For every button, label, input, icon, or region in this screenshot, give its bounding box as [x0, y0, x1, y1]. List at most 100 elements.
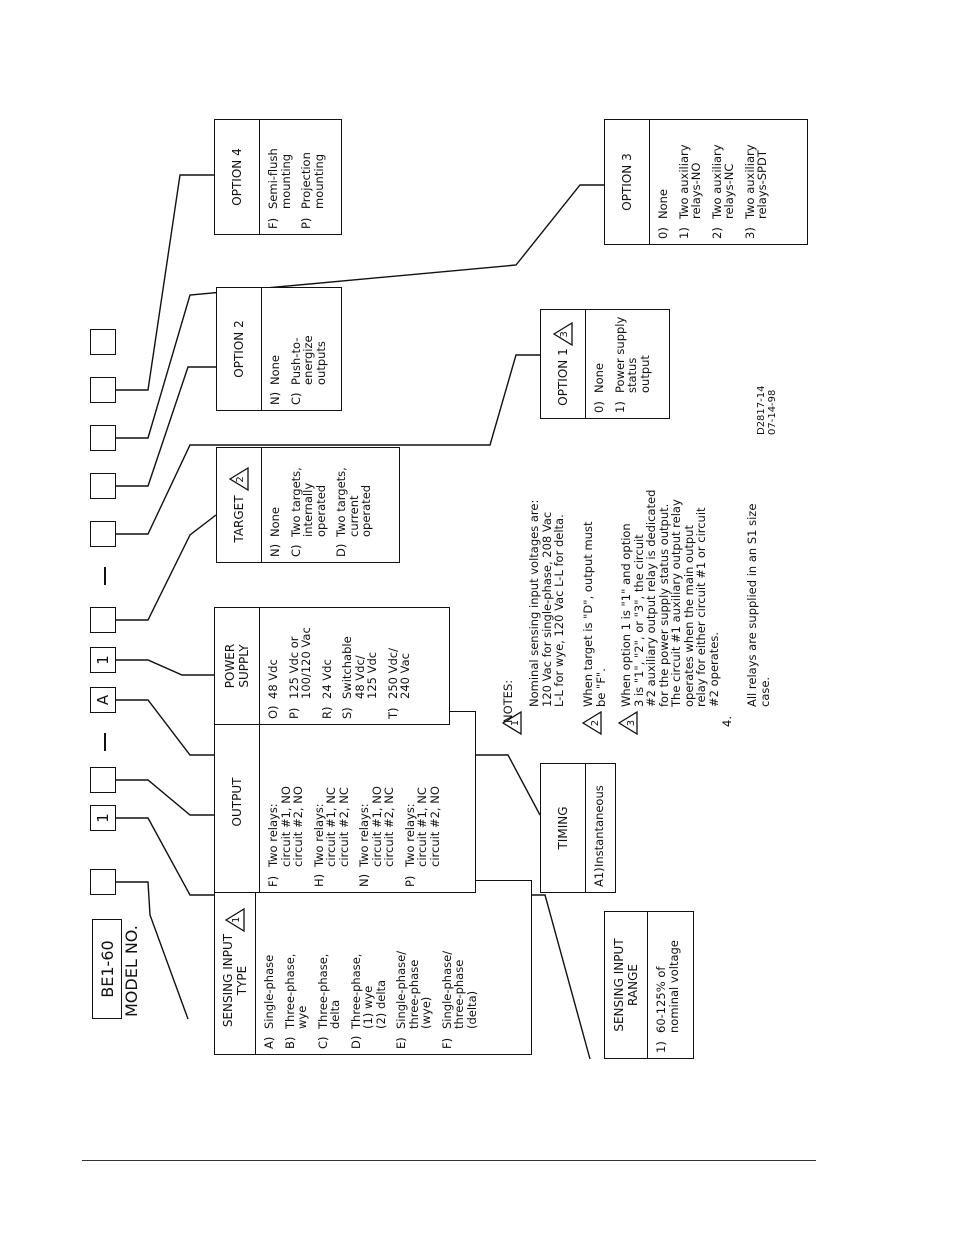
option-item: N)Two relays: circuit #1, NO circuit #2,…	[357, 716, 396, 887]
slot-sensing-range[interactable]: 1	[90, 805, 116, 831]
option-item: D)Three-phase, (1) wye (2) delta	[348, 885, 388, 1049]
option-text: 48 Vdc	[266, 659, 280, 699]
option-item: N)None	[268, 292, 282, 405]
triangle-icon	[225, 907, 245, 932]
leader-timing	[116, 699, 541, 816]
slot-power-supply[interactable]: 1	[90, 647, 116, 673]
box-sensing-input-range: SENSING INPUT RANGE 1) 60-125% of nominal…	[604, 911, 694, 1059]
option-item: 0)None	[656, 124, 670, 239]
leader-power-supply	[116, 659, 214, 676]
option-code: 3)	[742, 227, 757, 239]
box-items: F) Two relays: circuit #1, NO circuit #2,…	[266, 716, 449, 887]
option-item: A1)Instantaneous	[592, 768, 606, 887]
option-code: F)	[266, 875, 280, 887]
triangle-icon	[582, 711, 602, 735]
option-text: None	[656, 188, 670, 219]
drawing-id: D2817-14 07-14-98	[756, 385, 778, 435]
note-3-triangle: 3	[618, 711, 638, 735]
option-code: C)	[315, 1036, 330, 1049]
box-title: TARGET	[232, 495, 246, 543]
model-label: MODEL NO.	[122, 925, 141, 1017]
slot-option1[interactable]	[90, 521, 116, 547]
box-items: 0) None 1)Power supply status output	[592, 314, 659, 413]
box-title: OPTION 1	[556, 348, 570, 406]
option-code: O)	[266, 705, 280, 719]
footer-rule	[82, 1160, 816, 1161]
option-item: A)Single-phase	[262, 885, 276, 1049]
option-code: 0)	[592, 401, 606, 413]
triangle-icon	[618, 711, 638, 735]
leader-output	[116, 779, 214, 816]
option-code: S)	[340, 707, 354, 719]
box-items: O) 48 Vdc P)125 Vdc or 100/120 Vac R)24 Vdc…	[266, 612, 420, 719]
option-code: 1)	[654, 1041, 668, 1053]
option-text: Three-phase, wye	[282, 953, 310, 1029]
option-text: Two relays: circuit #1, NO circuit #2, N…	[266, 786, 305, 867]
note-ref-triangle: 1	[225, 907, 245, 932]
option-item: R)24 Vdc	[319, 612, 334, 719]
option-item: C)Three-phase, delta	[315, 885, 343, 1049]
box-header: OPTION 4	[215, 120, 260, 234]
option-item: P)125 Vdc or 100/120 Vac	[287, 612, 314, 719]
option-text: Two auxiliary relays-NO	[676, 144, 704, 219]
option-text: Two targets, internally operated	[288, 467, 328, 537]
triangle-icon	[553, 322, 573, 347]
box-header: POWER SUPPLY	[215, 608, 260, 724]
leader-option1	[116, 354, 540, 535]
option-text: Switchable 48 Vdc/ 125 Vdc	[340, 636, 379, 699]
box-title: SENSING INPUT TYPE	[221, 933, 249, 1028]
box-header: TARGET 2	[217, 448, 262, 562]
option-item: 1)Power supply status output	[612, 314, 652, 413]
option-item: H)Two relays: circuit #1, NC circuit #2,…	[312, 716, 351, 887]
triangle-icon	[229, 467, 249, 492]
note-2-triangle: 2	[582, 711, 602, 735]
option-item: F)Semi-flush mounting	[266, 124, 293, 229]
option-item: C)Push-to- energize outputs	[289, 292, 328, 405]
option-code: N)	[357, 873, 371, 887]
note-2-text: When target is "D", output must be "F".	[581, 521, 608, 707]
slot-target[interactable]	[90, 607, 116, 633]
option-text: Two auxiliary relays-NC	[709, 144, 737, 219]
box-header: SENSING INPUT RANGE	[605, 912, 648, 1058]
option-item: C)Two targets, internally operated	[288, 452, 328, 557]
box-output: OUTPUT F)Two relays: circuit #1, NO circ…	[214, 711, 476, 893]
slot-option3[interactable]	[90, 425, 116, 451]
option-item: 1)Two auxiliary relays-NO	[676, 124, 704, 239]
box-items: 1) 60-125% of nominal voltage	[654, 916, 688, 1053]
slot-option2[interactable]	[90, 473, 116, 499]
option-text: Instantaneous	[592, 785, 606, 867]
note-ref-triangle: 2	[229, 467, 249, 492]
option-code: P)	[299, 217, 313, 229]
option-item: 2)Two auxiliary relays-NC	[709, 124, 737, 239]
option-item: F) Two relays: circuit #1, NO circuit #2,…	[266, 716, 305, 887]
slot-output[interactable]	[90, 767, 116, 793]
slot-sensing-type[interactable]	[90, 869, 116, 895]
option-code: D)	[348, 1035, 363, 1049]
option-text: Single-phase/ three-phase (delta)	[439, 950, 479, 1029]
option-text: Single-phase	[262, 954, 276, 1029]
slot-timing[interactable]: A	[90, 687, 116, 713]
model-code-box: BE1-60	[92, 919, 122, 1019]
option-item: P)Two relays: circuit #1, NC circuit #2,…	[402, 716, 442, 887]
option-text: None	[592, 362, 606, 393]
option-text: Two auxiliary relays-SPDT	[742, 144, 770, 219]
box-header: TIMING	[541, 764, 586, 892]
option-text: 60-125% of nominal voltage	[654, 940, 681, 1033]
option-item: O) 48 Vdc	[266, 612, 280, 719]
leader-option2	[116, 366, 216, 487]
option-text: Power supply status output	[612, 316, 652, 393]
option-code: T)	[385, 707, 400, 719]
option-text: Two relays: circuit #1, NC circuit #2, N…	[402, 786, 442, 867]
option-code: A1)	[592, 867, 606, 887]
model-code: BE1-60	[97, 940, 117, 998]
note-4-number: 4.	[720, 716, 734, 727]
option-code: R)	[319, 706, 334, 719]
option-item: D)Two targets, current operated	[334, 452, 373, 557]
slot-extra[interactable]	[90, 329, 116, 355]
slot-option4[interactable]	[90, 377, 116, 403]
